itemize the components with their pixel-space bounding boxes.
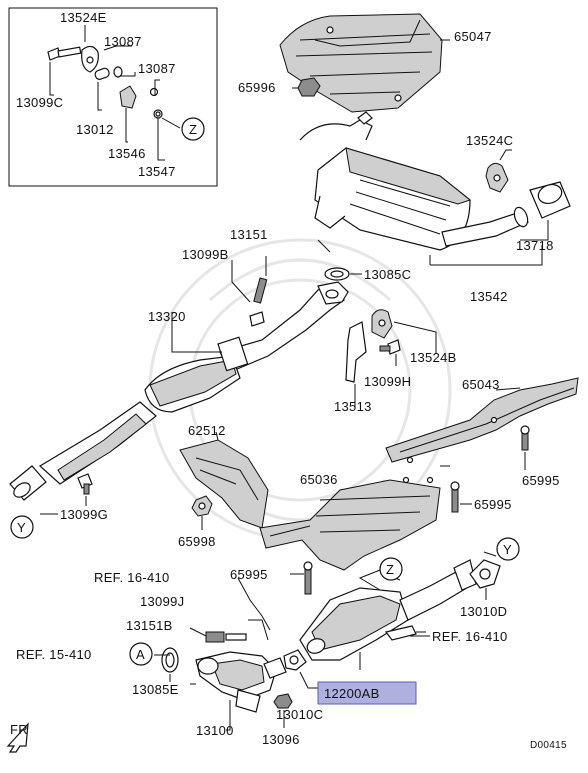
label-13151B: 13151B [126, 618, 173, 633]
nut-65996 [292, 77, 321, 97]
label-13099C: 13099C [16, 95, 63, 110]
label-13099G: 13099G [60, 507, 108, 522]
label-13542: 13542 [470, 289, 508, 304]
label-13547: 13547 [138, 164, 176, 179]
tail-pipe-13718 [520, 181, 571, 241]
label-fr: FR [10, 722, 28, 737]
bolt-13099B [231, 256, 268, 327]
front-arrow-icon [6, 722, 29, 753]
label-z-main: Z [386, 562, 394, 577]
hanger-13524C [485, 149, 512, 193]
label-ref-16-410-b: REF. 16-410 [432, 629, 508, 644]
label-65995-right: 65995 [522, 473, 560, 488]
label-13524B: 13524B [410, 350, 457, 365]
label-ref-16-410-a: REF. 16-410 [94, 570, 170, 585]
label-13320: 13320 [148, 309, 186, 324]
label-65996: 65996 [238, 80, 276, 95]
connector-a [129, 642, 153, 666]
bracket-13513 [345, 321, 367, 408]
label-65036: 65036 [300, 472, 338, 487]
label-12200AB: 12200AB [324, 686, 380, 701]
bracket-ref-16-410 [384, 625, 426, 641]
heat-protector-65043 [385, 377, 579, 464]
heat-protector-65047 [279, 13, 450, 113]
heat-protector-62512 [179, 431, 269, 529]
label-13513: 13513 [334, 399, 372, 414]
label-65995-mid: 65995 [474, 497, 512, 512]
bolt-13099H [379, 339, 401, 366]
label-13012: 13012 [76, 122, 114, 137]
front-pipe-13100 [195, 651, 287, 731]
bolt-13099G [77, 473, 93, 506]
main-muffler-13542 [299, 111, 529, 253]
label-y-left: Y [17, 520, 26, 535]
label-ref-15-410: REF. 15-410 [16, 647, 92, 662]
label-13087-b: 13087 [138, 61, 176, 76]
label-13085E: 13085E [132, 682, 179, 697]
gasket-13010D [469, 559, 501, 600]
inset-leader-lines [49, 25, 181, 161]
gasket-13010C [283, 649, 320, 689]
label-13085C: 13085C [364, 267, 411, 282]
label-13524E: 13524E [60, 10, 107, 25]
connector-y-right [496, 537, 520, 561]
label-13010C: 13010C [276, 707, 323, 722]
label-13096: 13096 [262, 732, 300, 747]
gasket-13085E [161, 647, 179, 682]
label-13099B: 13099B [182, 247, 229, 262]
label-13524C: 13524C [466, 133, 513, 148]
label-a: A [136, 647, 145, 662]
highlight-box-12200AB [317, 681, 417, 705]
gasket-13085C [324, 267, 362, 281]
bracket-13542-leader [429, 245, 543, 266]
label-65998: 65998 [178, 534, 216, 549]
nut-65998 [191, 495, 213, 530]
bolt-65995-mid [450, 481, 472, 513]
diagram-code: D00415 [530, 740, 567, 751]
hanger-13524B [371, 309, 437, 354]
connector-z-main [379, 557, 403, 581]
bolt-65995-lower [290, 561, 313, 595]
label-13099J: 13099J [140, 594, 184, 609]
heat-protector-65036 [259, 476, 441, 571]
bolt-65995-right [520, 425, 530, 470]
label-y-right: Y [503, 542, 512, 557]
label-13087-a: 13087 [104, 34, 142, 49]
label-62512: 62512 [188, 423, 226, 438]
label-13010D: 13010D [460, 604, 507, 619]
bolt-13099J [189, 619, 269, 643]
label-13099H: 13099H [364, 374, 411, 389]
label-65047: 65047 [454, 29, 492, 44]
label-13718: 13718 [516, 238, 554, 253]
inset-box [8, 7, 218, 187]
label-65043: 65043 [462, 377, 500, 392]
label-13546: 13546 [108, 146, 146, 161]
label-13100: 13100 [196, 723, 234, 738]
catalytic-converter-12200AB [299, 559, 477, 670]
inset-parts [47, 45, 163, 119]
label-13151: 13151 [230, 227, 268, 242]
nut-13096 [273, 693, 293, 728]
connector-z-inset [181, 117, 205, 141]
center-pipe-13320 [9, 281, 349, 501]
connector-y-left [10, 515, 34, 539]
label-z-inset: Z [189, 122, 197, 137]
label-65995-lower: 65995 [230, 567, 268, 582]
